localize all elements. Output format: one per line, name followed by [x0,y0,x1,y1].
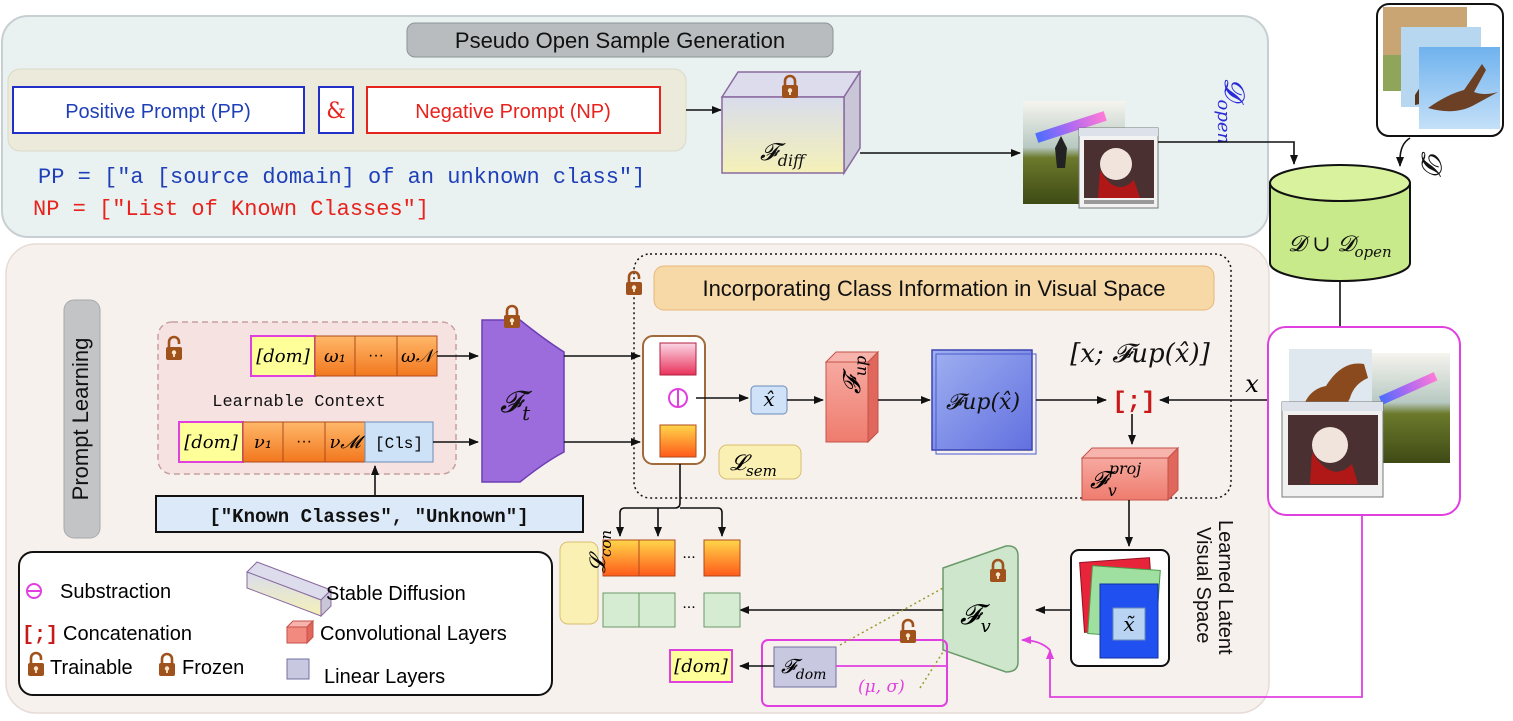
prompt-learning-box [63,299,101,539]
visual-feature-row: ... [602,592,741,628]
ctx-omega-n: ω𝒩 [401,346,439,367]
f-proj-conv-block: 𝓕vproj [1080,446,1180,502]
legend-stable-diffusion: Stable Diffusion [246,561,466,618]
concat-legend-icon: [;] [22,624,58,647]
legend-subtraction: Substraction [26,581,171,603]
legend-conv: Convolutional Layers [285,619,507,645]
legend-trainable-label: Trainable [50,657,133,679]
domain-head-box [761,639,948,707]
top-panel-title: Pseudo Open Sample Generation [455,28,785,53]
class-names-input [155,495,584,533]
positive-prompt-label: Positive Prompt (PP) [65,101,251,123]
legend-concat: [;] Concatenation [22,623,192,647]
x-tilde-label: x̃ [1123,612,1135,636]
image-batch [1281,349,1450,498]
legend-frozen-label: Frozen [182,657,244,679]
f-up-xhat-label: 𝓕up(x̂) [946,390,1020,415]
ctx2-dom-token: [dom] [184,432,238,453]
d-open-label: 𝓓open [1213,78,1251,144]
pp-definition: PP = ["a [source domain] of an unknown c… [38,165,645,190]
ctx-dom-token: [dom] [256,346,310,367]
stable-diffusion-cube: 𝓕diff [720,69,862,176]
f-up-output-feature: 𝓕up(x̂) [931,349,1037,455]
ctx-dots-1: ··· [368,347,384,364]
dom-output-label: [dom] [674,656,728,677]
ctx-nu-m: ν𝓜 [329,432,366,453]
class-info-title: Incorporating Class Information in Visua… [702,276,1165,301]
ctx-dots-2: ··· [296,433,312,450]
ctx-cls-token: [Cls] [375,435,423,453]
f-proj-label: 𝓕vproj [1090,459,1141,500]
context-row-2: [dom] ν₁ ··· ν𝓜 [Cls] [178,421,434,463]
legend-subtraction-label: Substraction [60,581,171,603]
combined-dataset-db: 𝓓 ∪ 𝓓open [1269,164,1411,282]
unknown-text-feature [659,424,697,458]
f-up-conv-block: 𝓕up [824,350,880,444]
union-label: 𝓓 ∪ 𝓓open [1288,232,1391,261]
text-row-dots: ... [682,545,695,562]
np-definition: NP = ["List of Known Classes"] [33,197,429,222]
known-text-feature [659,342,697,376]
ctx-nu-1: ν₁ [254,432,272,453]
legend-locks: Trainable Frozen [26,651,244,679]
positive-prompt-box [12,86,305,134]
learnable-context-label: Learnable Context [212,393,385,412]
mu-sigma-label: (μ, σ) [858,677,905,697]
l-sem-box [718,444,802,480]
class-info-title-box [653,265,1215,311]
prompt-learning-label: Prompt Learning [68,338,93,501]
x-input-label: x [1245,370,1259,398]
context-row-1: [dom] ω₁ ··· ω𝒩 [250,335,439,377]
top-panel-title-box [406,22,834,58]
concat-formula: [x; 𝓕up(x̂)] [1070,339,1210,369]
negative-prompt-label: Negative Prompt (NP) [415,101,611,123]
legend-conv-label: Convolutional Layers [320,623,507,645]
legend-stable-diffusion-label: Stable Diffusion [326,583,466,605]
l-con-box [559,541,599,625]
d-label: 𝓓 [1415,150,1448,177]
text-encoder-ft: 𝓕t [481,304,565,483]
ctx-omega-1: ω₁ [324,346,346,367]
x-hat-label: x̂ [763,387,774,411]
source-domain-images [1376,3,1504,137]
latent-feature-stack: x̃ [1079,557,1161,659]
legend-linear-label: Linear Layers [324,666,445,688]
text-feature-row: ... [602,539,741,577]
latent-space-label-2: Visual Space [1192,527,1214,643]
generated-open-samples [1023,101,1159,209]
dom-output-token [669,649,733,683]
legend [18,551,553,696]
class-names-text: ["Known Classes", "Unknown"] [209,506,528,528]
legend-linear: Linear Layers [286,658,445,688]
negative-prompt-box [366,86,661,134]
legend-concatenation-label: Concatenation [63,623,192,645]
latent-space-label-1: Learned Latent [1214,520,1236,655]
visual-encoder-fv: 𝓕v [942,545,1019,673]
ampersand-box [318,86,354,134]
f-dom-linear [773,646,837,688]
concat-symbol: [;] [1112,389,1155,416]
ampersand: & [326,99,346,124]
class-info-region [633,253,1232,499]
visual-row-dots: ... [682,595,695,612]
